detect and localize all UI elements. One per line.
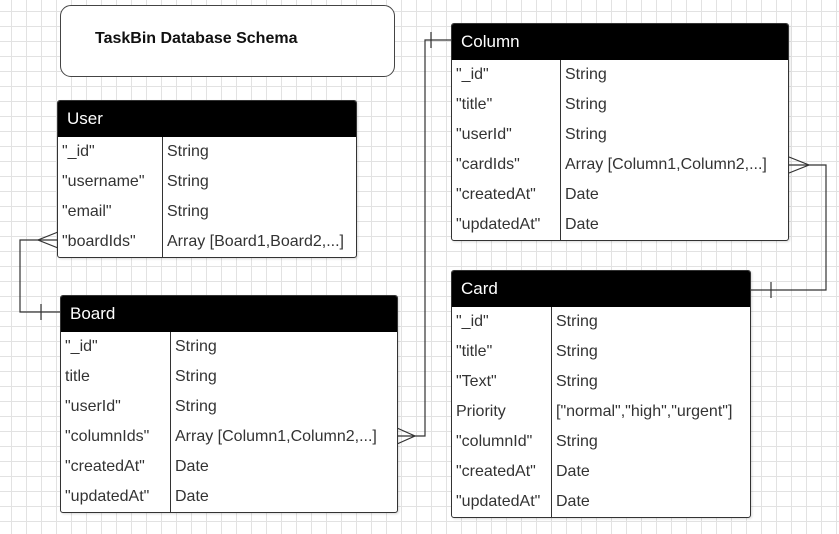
field-name: "updatedAt" bbox=[452, 487, 552, 517]
user-field-row: "email"String bbox=[58, 197, 356, 227]
column-field-row: "updatedAt"Date bbox=[452, 210, 788, 240]
field-name: "updatedAt" bbox=[452, 210, 561, 240]
field-name: "_id" bbox=[58, 137, 163, 167]
field-type: Date bbox=[556, 493, 590, 510]
card-field-row: "updatedAt"Date bbox=[452, 487, 750, 517]
board-header: Board bbox=[61, 296, 397, 332]
card-field-row: "columnId"String bbox=[452, 427, 750, 457]
field-name: "createdAt" bbox=[61, 452, 171, 482]
card-field-row: "title"String bbox=[452, 337, 750, 367]
column-field-row: "createdAt"Date bbox=[452, 180, 788, 210]
board-field-row: "updatedAt"Date bbox=[61, 482, 397, 512]
field-type: Date bbox=[565, 216, 599, 233]
field-type: String bbox=[565, 96, 607, 113]
field-name: "userId" bbox=[452, 120, 561, 150]
field-type: Date bbox=[565, 186, 599, 203]
field-name: "boardIds" bbox=[58, 227, 163, 257]
entity-column[interactable]: Column"_id"String"title"String"userId"St… bbox=[451, 23, 789, 241]
column-field-row: "userId"String bbox=[452, 120, 788, 150]
field-type: String bbox=[556, 373, 598, 390]
column-field-row: "_id"String bbox=[452, 60, 788, 90]
field-type: String bbox=[565, 66, 607, 83]
field-type: String bbox=[556, 313, 598, 330]
field-name: title bbox=[61, 362, 171, 392]
entity-card[interactable]: Card"_id"String"title"String"Text"String… bbox=[451, 270, 751, 518]
diagram-title-box: TaskBin Database Schema bbox=[60, 5, 395, 77]
user-crowfoot-icon bbox=[36, 231, 59, 249]
field-name: "createdAt" bbox=[452, 457, 552, 487]
board-field-row: "createdAt"Date bbox=[61, 452, 397, 482]
field-name: "email" bbox=[58, 197, 163, 227]
field-name: "cardIds" bbox=[452, 150, 561, 180]
field-name: "columnId" bbox=[452, 427, 552, 457]
user-field-row: "boardIds"Array [Board1,Board2,...] bbox=[58, 227, 356, 257]
field-name: "Text" bbox=[452, 367, 552, 397]
board-column-connector bbox=[397, 39, 451, 437]
column-header: Column bbox=[452, 24, 788, 60]
field-name: "username" bbox=[58, 167, 163, 197]
column-crowfoot-icon bbox=[788, 156, 811, 174]
card-field-row: "Text"String bbox=[452, 367, 750, 397]
field-name: "title" bbox=[452, 337, 552, 367]
field-name: "_id" bbox=[61, 332, 171, 362]
board-crowfoot-icon bbox=[396, 427, 417, 445]
field-type: Array [Column1,Column2,...] bbox=[565, 156, 767, 173]
field-name: "userId" bbox=[61, 392, 171, 422]
user-field-row: "_id"String bbox=[58, 137, 356, 167]
field-type: Date bbox=[556, 463, 590, 480]
card-field-row: "createdAt"Date bbox=[452, 457, 750, 487]
field-type: String bbox=[175, 368, 217, 385]
diagram-title: TaskBin Database Schema bbox=[95, 30, 298, 47]
entity-user[interactable]: User"_id"String"username"String"email"St… bbox=[57, 100, 357, 258]
field-name: Priority bbox=[452, 397, 552, 427]
user-board-connector bbox=[19, 239, 61, 313]
field-type: String bbox=[175, 398, 217, 415]
field-type: ["normal","high","urgent"] bbox=[556, 403, 733, 420]
field-name: "columnIds" bbox=[61, 422, 171, 452]
field-type: String bbox=[167, 143, 209, 160]
field-type: String bbox=[565, 126, 607, 143]
card-field-row: "_id"String bbox=[452, 307, 750, 337]
field-type: Date bbox=[175, 488, 209, 505]
field-type: Array [Column1,Column2,...] bbox=[175, 428, 377, 445]
field-type: String bbox=[175, 338, 217, 355]
card-header: Card bbox=[452, 271, 750, 307]
field-type: String bbox=[167, 203, 209, 220]
board-field-row: "userId"String bbox=[61, 392, 397, 422]
board-field-row: "_id"String bbox=[61, 332, 397, 362]
field-type: Array [Board1,Board2,...] bbox=[167, 233, 344, 250]
column-field-row: "title"String bbox=[452, 90, 788, 120]
field-name: "updatedAt" bbox=[61, 482, 171, 512]
field-type: Date bbox=[175, 458, 209, 475]
field-name: "title" bbox=[452, 90, 561, 120]
field-name: "_id" bbox=[452, 307, 552, 337]
card-field-row: Priority["normal","high","urgent"] bbox=[452, 397, 750, 427]
field-type: String bbox=[556, 433, 598, 450]
column-field-row: "cardIds"Array [Column1,Column2,...] bbox=[452, 150, 788, 180]
user-header: User bbox=[58, 101, 356, 137]
board-field-row: "columnIds"Array [Column1,Column2,...] bbox=[61, 422, 397, 452]
field-type: String bbox=[556, 343, 598, 360]
user-field-row: "username"String bbox=[58, 167, 356, 197]
field-name: "_id" bbox=[452, 60, 561, 90]
field-type: String bbox=[167, 173, 209, 190]
field-name: "createdAt" bbox=[452, 180, 561, 210]
